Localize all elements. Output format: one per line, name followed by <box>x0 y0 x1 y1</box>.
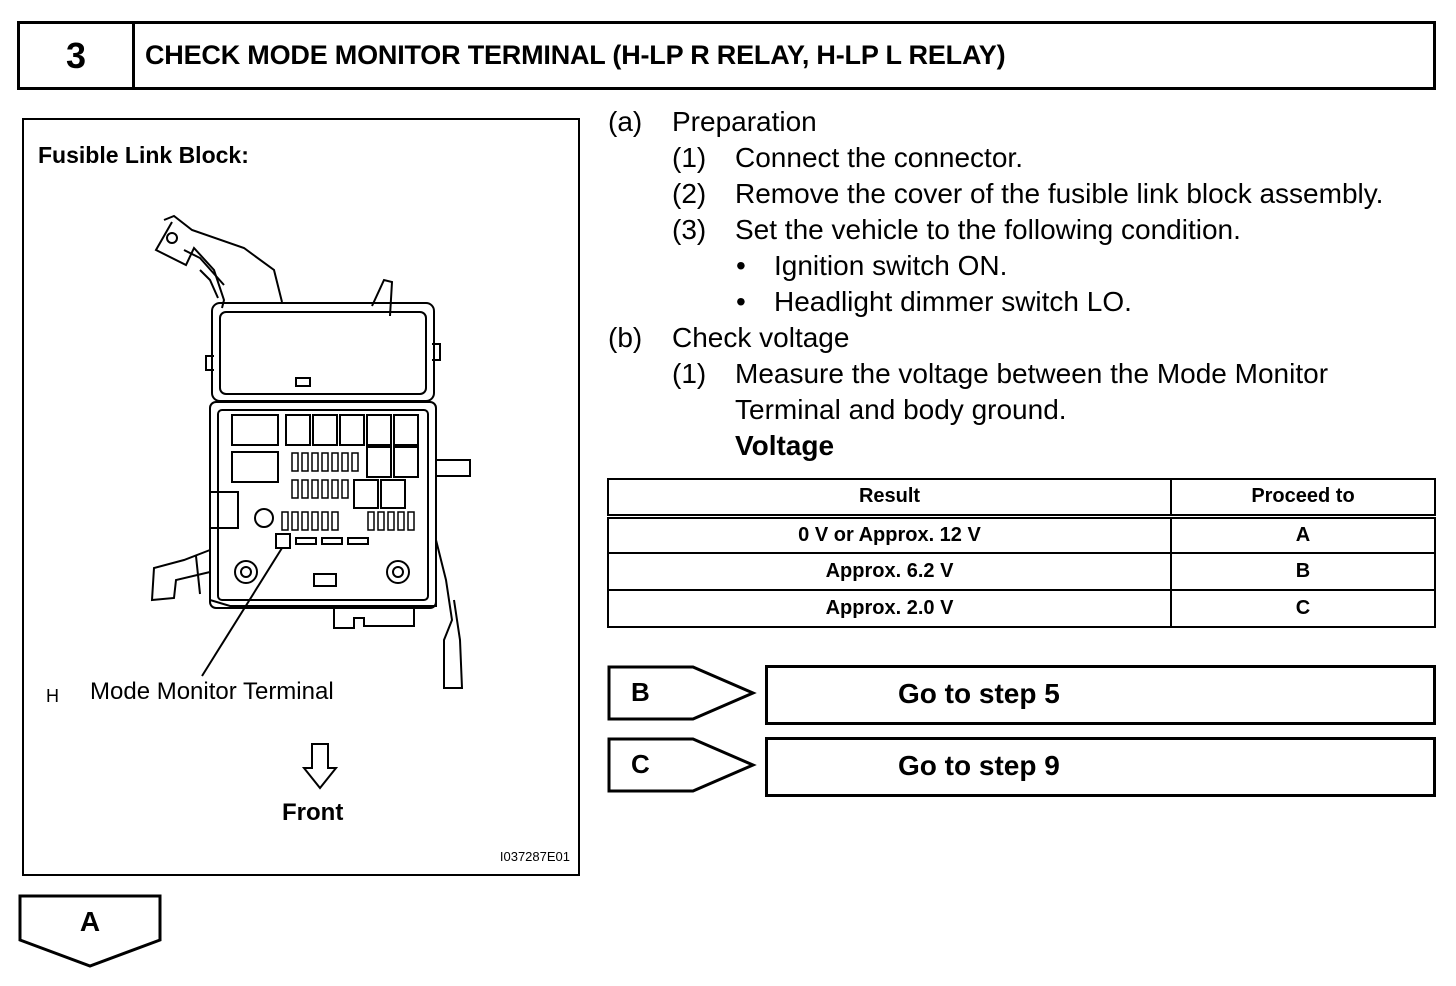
result-cell: 0 V or Approx. 12 V <box>607 515 1172 554</box>
figure-label: Fusible Link Block: <box>38 142 249 168</box>
figure-code: I037287E01 <box>499 849 570 864</box>
proceed-cell: C <box>1170 589 1436 628</box>
bullet-icon: • <box>736 250 746 281</box>
step-number: 3 <box>20 24 135 87</box>
goto-step-text: Go to step 5 <box>898 678 1060 709</box>
column-header-result: Result <box>607 478 1172 519</box>
goto-row-b[interactable]: B Go to step 5 <box>607 665 1436 727</box>
fusible-link-block-illustration <box>150 214 471 790</box>
proceed-cell: A <box>1170 515 1436 554</box>
goto-step-box[interactable]: Go to step 9 <box>765 737 1436 797</box>
step-number-label: (2) <box>672 178 707 209</box>
step-text: Terminal and body ground. <box>735 394 1067 425</box>
goto-letter: B <box>631 677 650 707</box>
column-header-proceed: Proceed to <box>1170 478 1436 519</box>
down-arrow-tab-icon <box>18 894 162 968</box>
arrow-tab-icon <box>607 737 757 793</box>
step-text: Remove the cover of the fusible link blo… <box>735 178 1384 209</box>
bullet-text: Ignition switch ON. <box>774 250 1008 281</box>
result-a-tab[interactable]: A <box>18 894 162 968</box>
instruction-b-label: (b) <box>608 322 643 353</box>
voltage-heading: Voltage <box>735 430 835 461</box>
front-direction-label: Front <box>282 799 344 826</box>
arrow-tab-icon <box>607 665 757 721</box>
table-header-row: Result Proceed to <box>607 478 1436 519</box>
instruction-a-text: Preparation <box>672 106 817 137</box>
voltage-result-table: Result Proceed to 0 V or Approx. 12 V A … <box>607 478 1436 628</box>
step-number-label: (1) <box>672 142 707 173</box>
bullet-text: Headlight dimmer switch LO. <box>774 286 1132 317</box>
table-row: Approx. 6.2 V B <box>607 552 1436 591</box>
step-number-label: (3) <box>672 214 707 245</box>
step-text: Connect the connector. <box>735 142 1023 173</box>
goto-row-c[interactable]: C Go to step 9 <box>607 737 1436 799</box>
goto-step-box[interactable]: Go to step 5 <box>765 665 1436 725</box>
goto-step-text: Go to step 9 <box>898 750 1060 781</box>
table-row: Approx. 2.0 V C <box>607 589 1436 628</box>
step-text: Set the vehicle to the following conditi… <box>735 214 1241 245</box>
step-number-label: (1) <box>672 358 707 389</box>
instruction-b-text: Check voltage <box>672 322 850 353</box>
step-title: CHECK MODE MONITOR TERMINAL (H-LP R RELA… <box>145 40 1006 70</box>
proceed-cell: B <box>1170 552 1436 591</box>
fusible-link-figure: Fusible Link Block: <box>22 118 580 876</box>
result-cell: Approx. 6.2 V <box>607 552 1172 591</box>
step-header: 3 CHECK MODE MONITOR TERMINAL (H-LP R RE… <box>17 21 1436 90</box>
result-cell: Approx. 2.0 V <box>607 589 1172 628</box>
instruction-a-label: (a) <box>608 106 643 137</box>
result-a-label: A <box>79 906 101 937</box>
table-row: 0 V or Approx. 12 V A <box>607 515 1436 554</box>
mode-monitor-terminal-callout: Mode Monitor Terminal <box>90 678 334 705</box>
step-text: Measure the voltage between the Mode Mon… <box>735 358 1329 389</box>
bullet-icon: • <box>736 286 746 317</box>
figure-mark: H <box>46 686 59 706</box>
goto-letter: C <box>631 749 650 779</box>
